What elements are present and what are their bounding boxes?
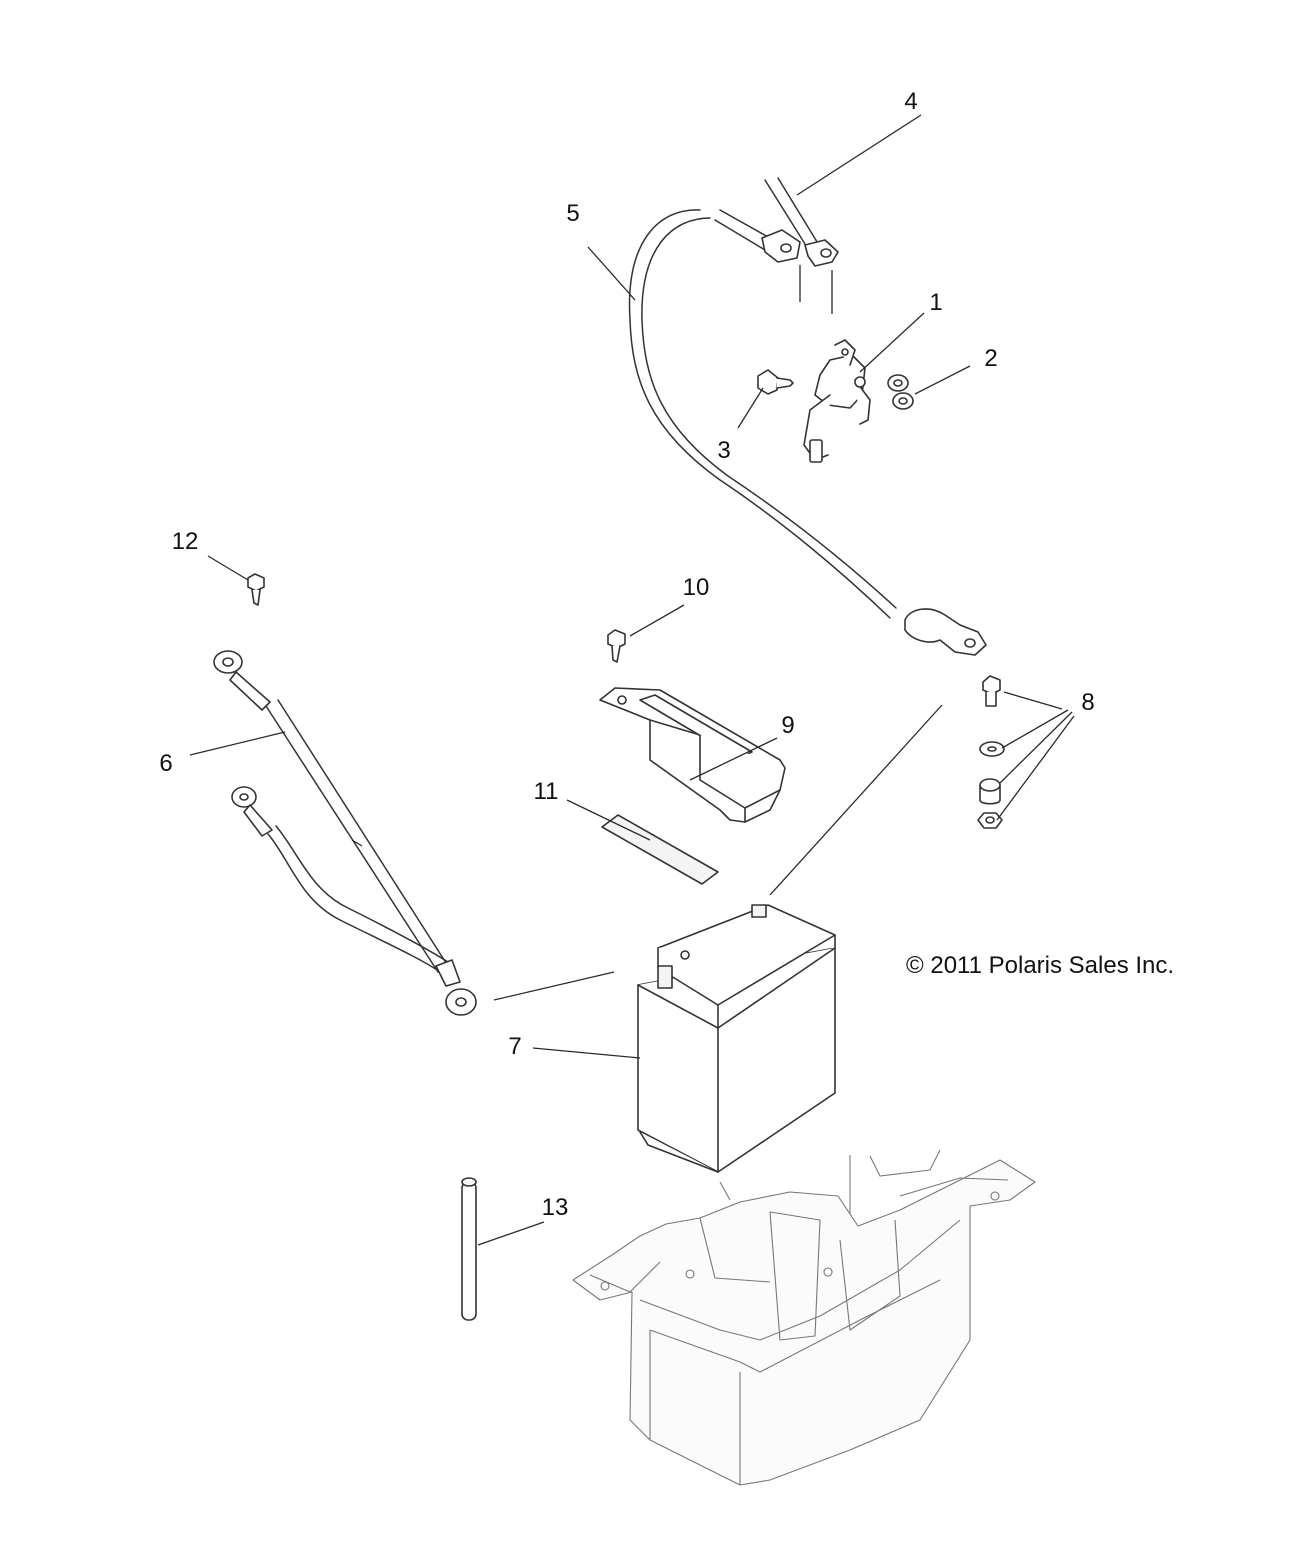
hold-down-bracket [599,687,786,823]
battery-pad [601,814,719,885]
callout-1: 1 [929,289,942,316]
callout-9: 9 [781,712,794,739]
hardware-set [977,675,1005,829]
callout-7: 7 [508,1033,521,1060]
callout-3: 3 [717,437,730,464]
nuts [887,374,914,410]
callout-8: 8 [1081,689,1094,716]
screw-10 [607,629,626,663]
callout-13: 13 [542,1194,569,1221]
callout-6: 6 [159,750,172,777]
callout-10: 10 [683,574,710,601]
vent-tube [461,1177,477,1321]
leader-lines [189,114,1075,1246]
solenoid [803,339,871,463]
screw [757,369,794,395]
callout-11: 11 [534,778,559,805]
callout-2: 2 [984,345,997,372]
callout-12: 12 [172,528,199,555]
battery [637,904,836,1173]
callout-5: 5 [566,200,579,227]
callouts: 4 5 1 2 3 12 10 8 9 6 11 7 13 [159,88,1094,1221]
screw-12 [247,573,265,606]
callout-4: 4 [904,88,917,115]
battery-tray [572,1149,1036,1486]
cable-4 [714,177,839,314]
cable-5 [628,209,987,656]
cable-6 [213,650,477,1016]
copyright-notice: © 2011 Polaris Sales Inc. [906,952,1174,979]
